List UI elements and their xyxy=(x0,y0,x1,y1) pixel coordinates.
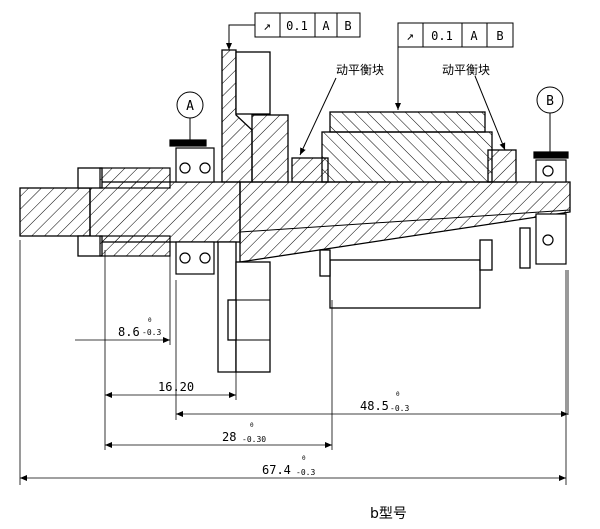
datum-ref: A xyxy=(470,29,478,43)
dimension-8-6: 8.6 0 -0.3 xyxy=(75,317,170,343)
pulley-disc xyxy=(217,49,289,373)
svg-text:动平衡块: 动平衡块 xyxy=(336,63,384,77)
svg-text:8.6: 8.6 xyxy=(118,325,140,339)
svg-text:B: B xyxy=(546,94,554,109)
datum-ref: A xyxy=(322,19,330,33)
svg-text:-0.3: -0.3 xyxy=(142,328,161,337)
shaft xyxy=(19,167,571,263)
figure-caption: b型号 xyxy=(370,506,407,522)
tolerance-value: 0.1 xyxy=(286,19,308,33)
tolerance-frame-1: ↗ 0.1 A B xyxy=(226,12,361,50)
runout-symbol: ↗ xyxy=(263,19,271,34)
svg-text:-0.3: -0.3 xyxy=(296,468,315,477)
svg-text:A: A xyxy=(186,99,194,114)
svg-text:0: 0 xyxy=(250,422,254,429)
left-hub xyxy=(99,167,171,257)
svg-text:动平衡块: 动平衡块 xyxy=(442,63,490,77)
balance-label-left: 动平衡块 xyxy=(299,63,384,156)
dimension-28: 28 0 -0.30 xyxy=(105,422,332,448)
right-bearing xyxy=(533,151,569,265)
svg-text:0: 0 xyxy=(302,455,306,462)
dimension-67-4: 67.4 0 -0.3 xyxy=(20,455,566,481)
dimension-48-5: 48.5 0 -0.3 xyxy=(176,391,568,417)
datum-a: A xyxy=(176,91,204,140)
svg-text:16.20: 16.20 xyxy=(158,380,194,394)
datum-ref: B xyxy=(344,19,351,33)
rotor xyxy=(291,111,531,309)
svg-text:0: 0 xyxy=(148,317,152,324)
datum-ref: B xyxy=(496,29,503,43)
balance-label-right: 动平衡块 xyxy=(442,63,506,151)
datum-b: B xyxy=(536,86,564,152)
svg-text:-0.30: -0.30 xyxy=(242,435,266,444)
svg-text:28: 28 xyxy=(222,430,236,444)
svg-text:0: 0 xyxy=(396,391,400,398)
left-bearing xyxy=(169,139,215,275)
svg-text:48.5: 48.5 xyxy=(360,399,389,413)
svg-text:67.4: 67.4 xyxy=(262,463,291,477)
tolerance-frame-2: ↗ 0.1 A B xyxy=(395,22,514,110)
svg-text:-0.3: -0.3 xyxy=(390,404,409,413)
dimension-16-20: 16.20 xyxy=(105,380,236,398)
runout-symbol: ↗ xyxy=(406,29,414,44)
tolerance-value: 0.1 xyxy=(431,29,453,43)
extension-lines xyxy=(19,240,569,485)
